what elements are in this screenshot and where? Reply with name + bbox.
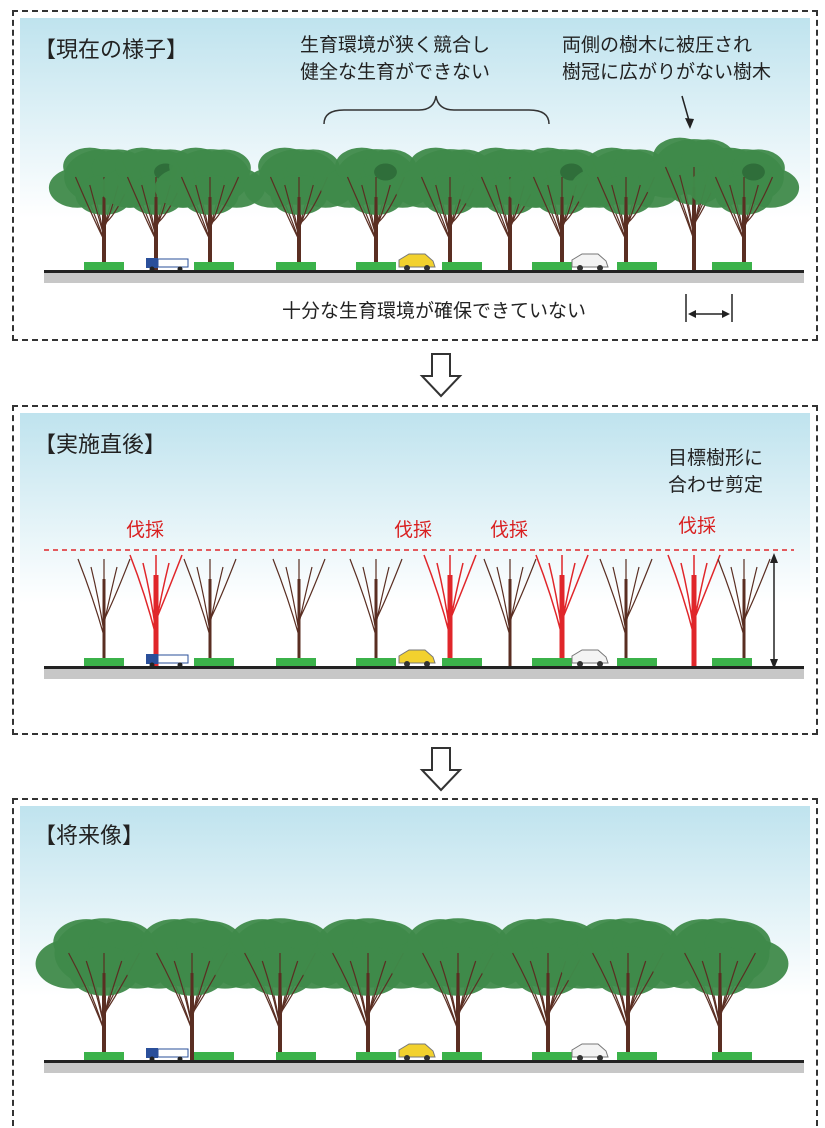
panel-current-state: 【現在の様子】 生育環境が狭く競合し 健全な生育ができない 両側の樹木に被圧され… [12,10,818,341]
target-shape-note: 目標樹形に 合わせ剪定 [668,445,763,499]
ground-line [44,1060,804,1073]
pruned-tree [483,558,537,666]
planter [276,1052,316,1060]
pruned-tree [77,558,131,666]
pressure-note: 両側の樹木に被圧され 樹冠に広がりがない樹木 [562,32,771,86]
planter [84,658,124,666]
planter [356,262,396,270]
planter [194,262,234,270]
planter [712,1052,752,1060]
pruned-tree [599,558,653,666]
tree-row [77,554,771,668]
planter [712,658,752,666]
planter [442,262,482,270]
planter [617,658,657,666]
planter [276,658,316,666]
planter [194,658,234,666]
planter [532,262,572,270]
yellow-car-icon [398,253,436,271]
after-illustration [44,549,794,669]
white-car-icon [571,1043,609,1061]
planter [532,1052,572,1060]
tree-row [35,918,789,1062]
planter [356,1052,396,1060]
white-car-icon [571,253,609,271]
target-shape-note-line2: 合わせ剪定 [668,474,764,496]
felled-tree [535,554,589,666]
planter [194,1052,234,1060]
panel-title: 【現在の様子】 [34,38,189,63]
planter [617,262,657,270]
down-arrow-icon [419,353,463,398]
target-shape-note-line1: 目標樹形に [668,447,764,469]
felling-label-1: 伐採 [126,519,165,541]
panel-after-treatment: 【実施直後】 目標樹形に 合わせ剪定 伐採 伐採 伐採 伐採 [12,405,818,735]
down-arrow-icon [419,747,463,792]
tree [688,147,800,270]
height-arrow-icon [770,553,778,669]
tree [651,918,789,1060]
planter [712,262,752,270]
planter [442,1052,482,1060]
space-note: 十分な生育環境が確保できていない [282,300,587,322]
pruned-tree [183,558,237,666]
planter [84,262,124,270]
competition-note: 生育環境が狭く競合し 健全な生育ができない [300,32,490,86]
white-car-icon [571,649,609,667]
yellow-car-icon [398,1043,436,1061]
ground-line [44,666,804,679]
future-illustration [35,918,789,1062]
planter [532,658,572,666]
planter [276,262,316,270]
pressure-note-line1: 両側の樹木に被圧され [562,34,753,56]
felled-tree [129,554,183,666]
sky-background [20,413,810,603]
panel-title: 【実施直後】 [34,433,167,458]
felled-tree [667,554,721,666]
pressure-note-line2: 樹冠に広がりがない樹木 [562,61,772,83]
felled-tree [423,554,477,666]
planter [356,658,396,666]
felling-label-2: 伐採 [394,519,433,541]
competition-note-line1: 生育環境が狭く競合し [300,34,491,56]
tree-row [48,137,800,272]
pruned-tree [717,558,771,666]
competition-note-line2: 健全な生育ができない [300,61,491,83]
planter [84,1052,124,1060]
ground-line [44,270,804,283]
pruned-tree [349,558,403,666]
felling-label-4: 伐採 [678,515,717,537]
felling-label-3: 伐採 [490,519,529,541]
panel-future-vision: 【将来像】 [12,798,818,1126]
pruned-tree [272,558,326,666]
planter [442,658,482,666]
current-illustration [48,95,800,322]
panel-title: 【将来像】 [34,824,145,849]
brace-icon [323,95,550,125]
width-arrow-icon [685,294,733,322]
yellow-car-icon [398,649,436,667]
planter [617,1052,657,1060]
